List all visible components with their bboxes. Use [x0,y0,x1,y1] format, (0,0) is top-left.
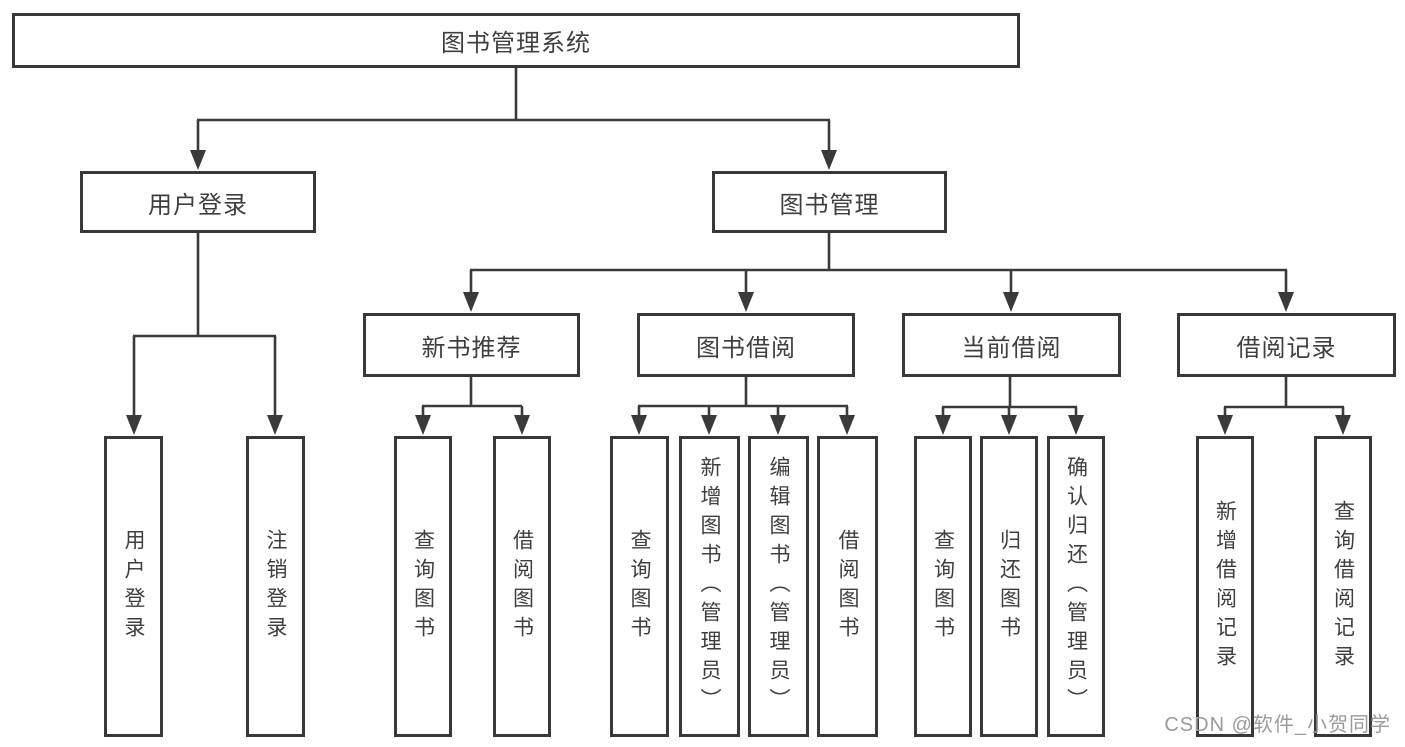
node-label: 借阅图书 [836,528,859,645]
leaf-add-borrow-record: 新增借阅记录 [1196,436,1254,737]
leaf-query-books: 查询图书 [914,436,972,737]
node-label: 借阅图书 [510,528,534,645]
node-label: 当前借阅 [961,334,1062,362]
node-label: 新书推荐 [421,334,522,362]
leaf-borrow-books: 借阅图书 [493,436,551,737]
leaf-edit-books-admin: 编辑图书（管理员） [748,436,809,737]
node-label: 查询图书 [628,528,651,645]
node-label: 借阅记录 [1236,334,1337,362]
node-label: 新增图书（管理员） [698,456,721,717]
node-label: 查询图书 [411,528,435,645]
leaf-user-login: 用户登录 [104,436,163,737]
node-label: 编辑图书（管理员） [767,456,790,717]
node-label: 注销登录 [264,528,287,645]
node-label: 用户登录 [148,191,248,219]
leaf-add-books-admin: 新增图书（管理员） [679,436,740,737]
leaf-query-borrow-record: 查询借阅记录 [1314,436,1372,737]
node-library-management-system: 图书管理系统 [12,13,1020,68]
leaf-query-books: 查询图书 [394,436,452,737]
node-label: 图书借阅 [696,334,796,362]
leaf-return-books: 归还图书 [980,436,1038,737]
node-user-login-branch: 用户登录 [80,171,316,233]
node-current-borrowing: 当前借阅 [902,313,1121,377]
csdn-watermark: CSDN @软件_小贺同学 [1164,714,1391,736]
node-label: 图书管理 [779,191,880,219]
node-label: 查询借阅记录 [1331,499,1355,674]
leaf-logout: 注销登录 [246,436,305,737]
node-label: 用户登录 [122,528,145,645]
node-book-management-branch: 图书管理 [712,171,947,233]
node-label: 新增借阅记录 [1213,499,1237,674]
leaf-borrow-books: 借阅图书 [817,436,878,737]
node-borrowing-records: 借阅记录 [1177,313,1396,377]
node-label: 查询图书 [931,528,955,645]
node-label: 图书管理系统 [441,30,591,57]
leaf-confirm-return-admin: 确认归还（管理员） [1047,436,1105,737]
leaf-query-books: 查询图书 [610,436,669,737]
node-book-borrowing: 图书借阅 [637,313,855,377]
node-label: 归还图书 [997,528,1021,645]
node-label: 确认归还（管理员） [1064,456,1088,717]
node-new-book-recommend: 新书推荐 [363,313,580,377]
